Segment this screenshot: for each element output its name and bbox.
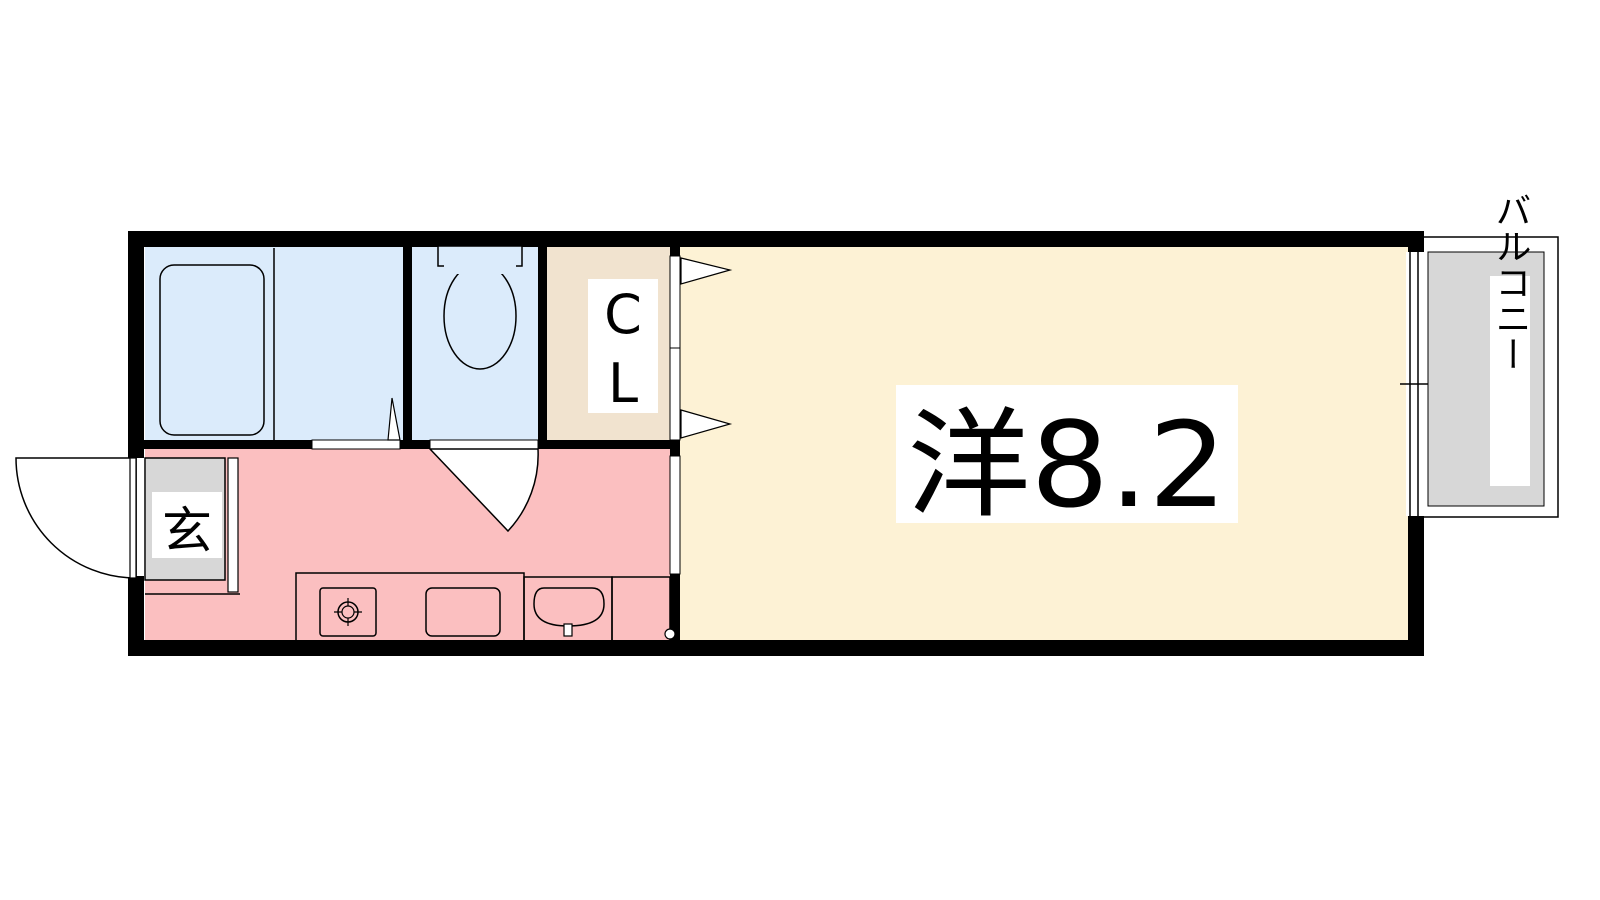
toilet-tank-cover: [444, 250, 516, 274]
bath-door-gap: [311, 439, 401, 450]
wall-horizontal-upper: [136, 440, 680, 449]
toilet-door-swing: [428, 448, 539, 533]
washbasin-faucet: [563, 623, 573, 637]
balcony-label-bg: [1490, 276, 1530, 486]
wall-toilet-closet: [538, 246, 547, 446]
closet-label-bottom: L: [608, 352, 638, 415]
closet-label-bg: [588, 279, 658, 413]
washing-machine-space: [611, 576, 671, 642]
toilet-door-gap: [429, 439, 539, 450]
entrance-door-leaf: [129, 457, 137, 579]
entrance-step: [144, 457, 226, 581]
shoe-cabinet: [227, 457, 239, 593]
closet-label-top: C: [604, 283, 642, 346]
stove-burner-inner: [341, 605, 355, 619]
closet-door-swing-2: [680, 409, 733, 439]
stove-burner-box: [319, 587, 377, 637]
balcony-label: バルコニー: [1490, 192, 1531, 372]
kitchen-sink: [425, 587, 501, 637]
bath-door-swing: [387, 397, 401, 441]
main-room-label: 洋8.2: [907, 396, 1227, 534]
entrance-label: 玄: [162, 502, 212, 560]
entrance-door-swing: [15, 457, 137, 579]
entrance-label-bg: [152, 492, 222, 558]
closet-door-swing-1: [680, 257, 733, 285]
main-room-label-bg: [896, 385, 1238, 523]
kitchen-room-door-gap: [669, 455, 681, 575]
drain-icon: [664, 628, 676, 640]
wall-bath-toilet: [403, 246, 412, 446]
toilet-area: [412, 246, 538, 440]
bathtub: [159, 264, 265, 436]
